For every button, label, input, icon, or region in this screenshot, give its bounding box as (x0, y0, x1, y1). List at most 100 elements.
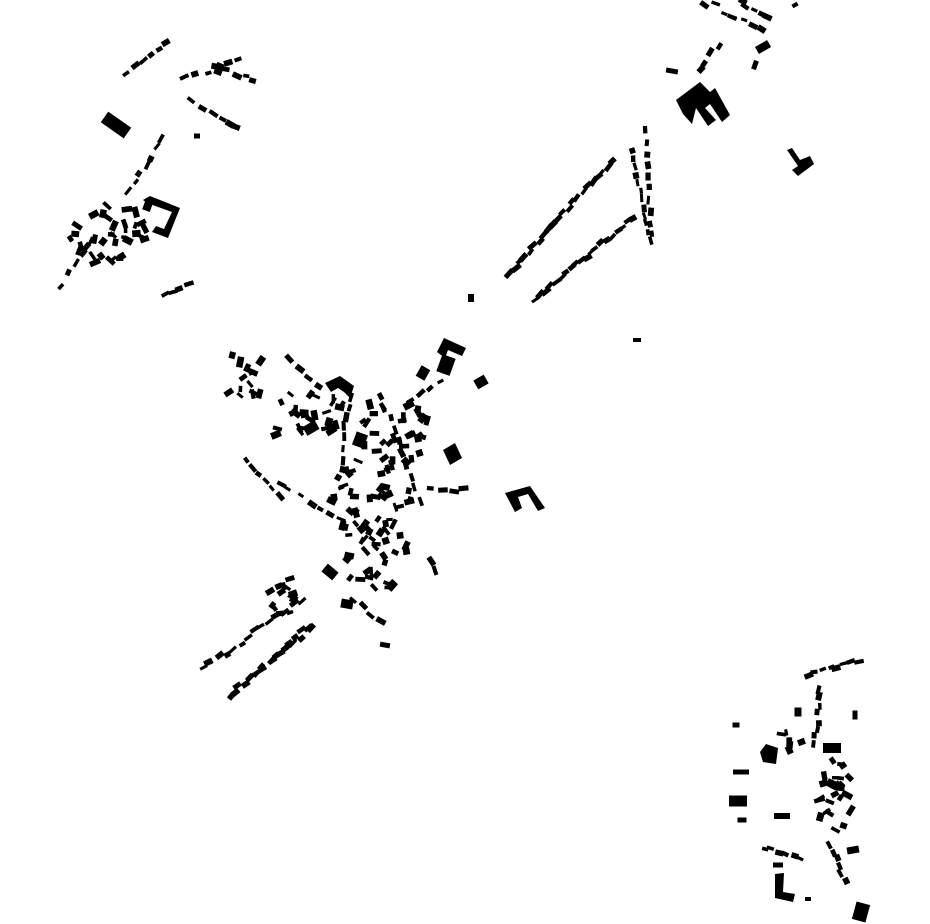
building-footprint (794, 707, 802, 717)
building-footprint (305, 389, 316, 400)
building-footprint (392, 502, 399, 512)
building-footprint (597, 168, 605, 177)
building-footprint (426, 555, 437, 567)
building-footprint (402, 459, 410, 470)
building-footprint (388, 459, 395, 471)
building-footprint (369, 430, 380, 437)
building-footprint (223, 387, 235, 398)
building-footprint (396, 531, 404, 540)
building-footprint (526, 240, 538, 251)
building-footprint (342, 411, 350, 423)
building-footprint (358, 600, 369, 611)
building-footprint (423, 415, 432, 426)
building-footprint (833, 853, 842, 862)
building-footprint (194, 133, 200, 139)
building-footprint (510, 262, 522, 274)
building-footprint (302, 420, 320, 436)
building-footprint (256, 662, 266, 671)
building-footprint (255, 622, 265, 630)
building-footprint (811, 740, 816, 748)
building-footprint (411, 482, 417, 492)
building-footprint (774, 813, 790, 819)
building-footprint (378, 453, 390, 464)
building-footprint (295, 422, 304, 434)
building-footprint (88, 209, 100, 220)
building-footprint (179, 73, 190, 81)
building-footprint (647, 235, 654, 246)
building-footprint (756, 24, 767, 34)
building-footprint (228, 645, 238, 655)
building-footprint (282, 583, 292, 592)
building-footprint (123, 186, 133, 196)
building-footprint (639, 187, 644, 194)
building-footprint (77, 241, 85, 252)
building-footprint (402, 399, 416, 411)
building-footprint (143, 160, 151, 171)
building-footprint (132, 178, 140, 186)
building-footprint (737, 0, 748, 6)
building-footprint (830, 826, 841, 834)
building-footprint (836, 793, 844, 802)
building-footprint (120, 218, 129, 230)
building-footprint (810, 669, 818, 675)
building-footprint (381, 525, 391, 536)
building-footprint (552, 214, 563, 225)
building-footprint (766, 845, 775, 851)
building-footprint (326, 496, 338, 506)
building-footprint (458, 485, 469, 492)
building-footprint (343, 551, 355, 560)
buildings-layer (57, 0, 871, 923)
building-footprint (468, 294, 474, 302)
building-footprint (287, 589, 299, 599)
building-footprint (644, 139, 650, 147)
building-footprint (825, 840, 833, 850)
building-footprint (57, 282, 65, 291)
building-footprint (425, 384, 434, 393)
building-footprint (607, 156, 617, 166)
building-footprint (791, 1, 799, 9)
building-footprint (131, 206, 140, 219)
building-footprint (276, 587, 287, 597)
building-footprint (320, 425, 331, 432)
building-footprint (747, 21, 759, 31)
building-footprint (235, 356, 245, 368)
building-footprint (378, 487, 387, 495)
building-footprint (284, 575, 295, 583)
building-footprint (642, 218, 649, 227)
building-footprint (64, 268, 72, 277)
building-footprint (390, 548, 400, 557)
building-footprint (232, 681, 242, 691)
building-footprint (340, 598, 354, 610)
building-footprint (88, 257, 102, 268)
building-footprint (379, 641, 391, 649)
building-footprint (729, 795, 747, 807)
building-footprint (72, 258, 80, 268)
building-footprint (824, 808, 835, 818)
building-footprint (153, 142, 161, 151)
building-footprint (325, 509, 335, 519)
building-footprint (720, 10, 728, 17)
building-footprint (243, 362, 252, 373)
building-footprint (66, 234, 75, 243)
building-footprint (503, 267, 515, 280)
building-footprint (371, 541, 381, 547)
building-footprint (813, 796, 826, 804)
building-footprint (740, 17, 748, 23)
building-footprint (699, 0, 710, 10)
building-footprint (122, 70, 130, 78)
building-footprint (818, 702, 822, 710)
building-footprint (839, 821, 848, 830)
building-footprint (733, 769, 749, 775)
building-footprint (71, 230, 80, 238)
building-footprint (71, 220, 83, 231)
building-footprint (98, 209, 107, 219)
building-footprint (375, 527, 386, 538)
building-footprint (369, 582, 379, 592)
building-footprint (815, 691, 823, 701)
building-footprint (388, 413, 395, 422)
building-footprint (272, 425, 283, 432)
building-footprint (814, 708, 820, 716)
building-footprint (565, 204, 575, 214)
building-footprint (641, 204, 647, 213)
